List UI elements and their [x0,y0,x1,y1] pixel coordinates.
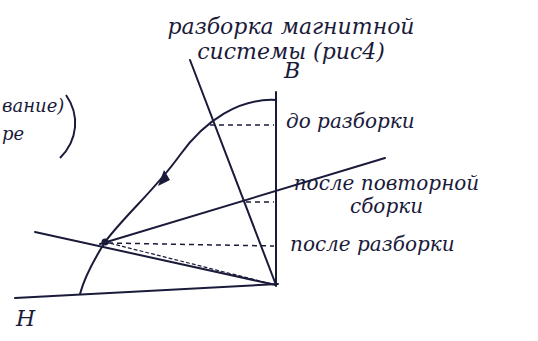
dashed-line [105,242,276,285]
title: разборка магнитной системы (рис4) [146,14,436,65]
cut-text: ре [2,124,42,145]
cut-text: вание) [2,96,72,117]
axis-label: Н [16,306,46,331]
axis-label: В [284,58,314,83]
recoil-line [100,158,385,244]
load-line [190,60,276,285]
dashed-projection [210,124,274,126]
h-axis [15,284,278,298]
state-label: после разборки [290,233,490,256]
dashed-projection [246,201,274,203]
state-label: после повторной сборки [284,172,489,218]
b-axis [275,92,277,286]
curve-arrow [158,170,170,186]
load-line [35,232,276,285]
state-label: до разборки [286,110,486,133]
bh-curve [80,100,276,294]
dashed-projection [108,243,274,246]
working-point [102,239,109,246]
